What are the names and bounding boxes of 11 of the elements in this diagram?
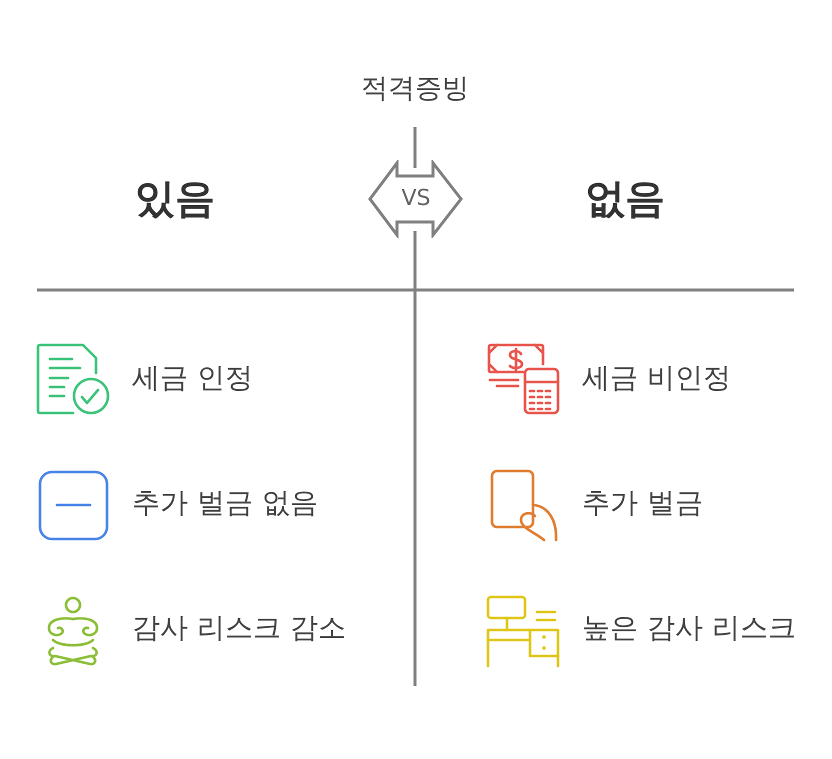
item-text: 추가 벌금 없음 (132, 485, 318, 521)
item-text: 감사 리스크 감소 (132, 610, 346, 646)
item-text: 세금 인정 (132, 360, 253, 396)
column-heading: 없음 (584, 175, 666, 224)
vs-double-arrow (368, 160, 464, 238)
item-text: 추가 벌금 (582, 485, 703, 521)
item-text: 세금 비인정 (582, 360, 731, 396)
column-heading: 있음 (134, 175, 216, 224)
title: 적격증빙 (360, 72, 470, 106)
item-text: 높은 감사 리스크 (582, 610, 796, 646)
vs-text: VS (400, 186, 432, 212)
